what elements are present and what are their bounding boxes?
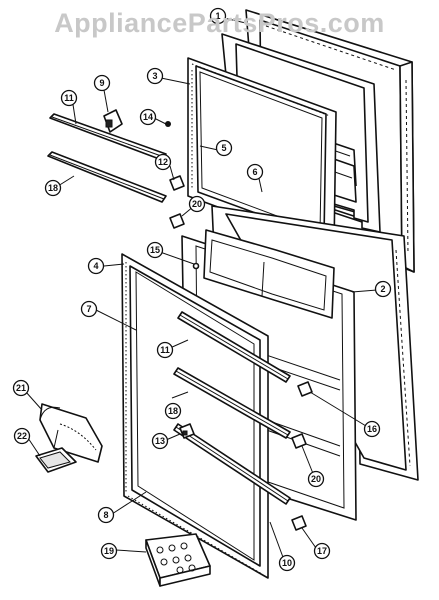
callout-12: 12 [154, 153, 172, 171]
callout-14: 14 [139, 108, 157, 126]
callout-3: 3 [146, 67, 164, 85]
part-22-dairy-door [35, 447, 77, 473]
part-9-bracket [103, 109, 123, 133]
svg-text:22: 22 [17, 431, 27, 441]
callout-1: 1 [209, 7, 227, 25]
part-20-clip-upper [169, 213, 185, 229]
svg-text:17: 17 [317, 546, 327, 556]
callout-15: 15 [146, 241, 164, 259]
svg-text:20: 20 [311, 474, 321, 484]
callout-9: 9 [93, 74, 111, 92]
svg-text:15: 15 [150, 245, 160, 255]
svg-text:20: 20 [192, 199, 202, 209]
svg-text:11: 11 [64, 93, 74, 103]
callout-11-upper: 11 [60, 89, 78, 107]
svg-text:2: 2 [380, 284, 385, 294]
callout-17: 17 [313, 542, 331, 560]
svg-text:10: 10 [282, 558, 292, 568]
lower-shelf-bar-11 [177, 311, 291, 383]
upper-shelf-bar-11 [49, 113, 167, 161]
svg-text:1: 1 [215, 11, 220, 21]
callout-19: 19 [100, 542, 118, 560]
callout-10: 10 [278, 554, 296, 572]
callout-11-lower: 11 [156, 341, 174, 359]
callout-20-lower: 20 [307, 470, 325, 488]
svg-text:9: 9 [99, 78, 104, 88]
part-14-screw [165, 121, 171, 127]
callout-20-upper: 20 [188, 195, 206, 213]
callout-2: 2 [374, 280, 392, 298]
part-20-clip-lower [291, 433, 307, 449]
part-15-screw [192, 262, 200, 270]
svg-text:8: 8 [103, 510, 108, 520]
upper-shelf-bar-18 [47, 151, 167, 203]
svg-text:7: 7 [86, 304, 91, 314]
svg-text:19: 19 [104, 546, 114, 556]
part-12-clip [169, 175, 185, 191]
part-19-egg-tray [145, 533, 211, 587]
callout-16: 16 [363, 420, 381, 438]
callout-4: 4 [87, 257, 105, 275]
svg-text:18: 18 [48, 183, 58, 193]
callout-5: 5 [215, 139, 233, 157]
part-21-dairy-compartment [39, 403, 103, 463]
svg-text:6: 6 [252, 167, 257, 177]
svg-text:16: 16 [367, 424, 377, 434]
freezer-door-gasket [187, 57, 337, 251]
callout-18-upper: 18 [44, 179, 62, 197]
svg-text:14: 14 [143, 112, 153, 122]
svg-text:4: 4 [93, 261, 98, 271]
svg-text:13: 13 [155, 436, 165, 446]
svg-text:21: 21 [16, 383, 26, 393]
leader-lines [25, 17, 378, 561]
callout-13: 13 [151, 432, 169, 450]
svg-text:11: 11 [160, 345, 170, 355]
callout-8: 8 [97, 506, 115, 524]
svg-text:5: 5 [221, 143, 226, 153]
callout-22: 22 [13, 427, 31, 445]
part-17-clip [291, 515, 307, 531]
part-13-clip [179, 423, 195, 439]
part-16-clip [297, 381, 313, 397]
lower-shelf-bar-10 [173, 423, 291, 505]
callout-18-lower: 18 [164, 402, 182, 420]
lower-shelf-bar-18 [173, 367, 291, 439]
callout-7: 7 [80, 300, 98, 318]
svg-text:18: 18 [168, 406, 178, 416]
callout-21: 21 [12, 379, 30, 397]
callout-6: 6 [246, 163, 264, 181]
svg-text:3: 3 [152, 71, 157, 81]
svg-text:12: 12 [158, 157, 168, 167]
